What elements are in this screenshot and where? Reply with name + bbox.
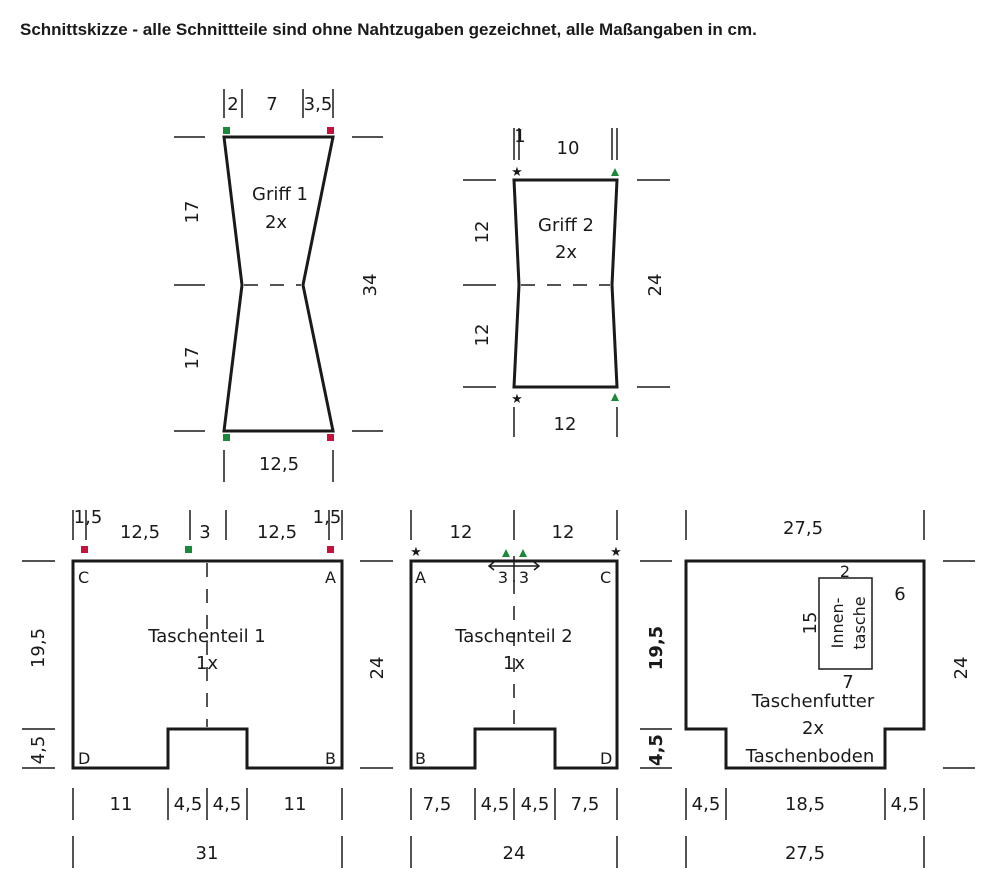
innentasche-outline [818, 577, 873, 670]
griff1-left-upper: 17 [182, 201, 203, 224]
griff2-bottom: 12 [554, 414, 577, 435]
taschenteil2-corner-c: C [600, 568, 611, 587]
griff1-piece: 2 7 3,5 Griff 1 2x 17 17 34 12,5 [174, 89, 383, 482]
innentasche-top-dim: 2 [840, 562, 850, 581]
griff1-marker-red-bottom [327, 434, 334, 441]
griff1-top-dim-3: 3,5 [304, 94, 333, 115]
taschenteil2-piece: ★ ★ 12 12 3 3 A C B D Taschenteil 2 1x 7… [409, 510, 622, 868]
taschenfutter-bottom-dim-2: 18,5 [785, 794, 825, 815]
taschenteil1-corner-b: B [325, 749, 336, 768]
taschenteil2-marker-triangle-1 [502, 549, 510, 557]
taschenfutter-left-lower: 4,5 [646, 734, 667, 766]
taschenteil2-marker-star-right: ★ [610, 545, 622, 560]
taschenteil2-count: 1x [503, 653, 525, 674]
griff2-marker-triangle-top [611, 168, 619, 176]
taschenboden-label: Taschenboden [745, 746, 875, 767]
griff2-left-upper: 12 [472, 221, 493, 244]
griff2-top-dim-1: 1 [514, 126, 525, 147]
taschenteil1-top-dim-5: 1,5 [313, 507, 342, 528]
taschenteil1-count: 1x [196, 653, 218, 674]
taschenteil2-bottom-dim-2: 4,5 [481, 794, 510, 815]
taschenteil2-corner-d: D [600, 749, 612, 768]
innentasche-name-2: tasche [850, 596, 869, 649]
griff2-name: Griff 2 [538, 215, 594, 236]
innentasche-name-1: Innen- [828, 598, 847, 649]
taschenteil2-bottom-dim-1: 7,5 [423, 794, 452, 815]
taschenteil2-bottom-dim-3: 4,5 [521, 794, 550, 815]
griff2-marker-star-bottom: ★ [511, 392, 523, 407]
taschenteil1-top-dim-4: 12,5 [257, 522, 297, 543]
griff1-marker-green-bottom [223, 434, 230, 441]
taschenteil2-arrow-dim-1: 3 [498, 568, 508, 587]
taschenteil1-right: 24 [367, 657, 388, 680]
taschenteil1-corner-a: A [325, 568, 336, 587]
taschenfutter-name: Taschenfutter [751, 691, 875, 712]
taschenteil1-corner-c: C [78, 568, 89, 587]
taschenteil2-bottom-dim-4: 7,5 [571, 794, 600, 815]
innentasche-bottom-dim: 7 [842, 672, 853, 693]
taschenteil1-bottom-dim-2: 4,5 [174, 794, 203, 815]
griff2-marker-triangle-bottom [611, 393, 619, 401]
taschenteil1-marker-red-left [81, 546, 88, 553]
griff1-left-lower: 17 [182, 347, 203, 370]
taschenteil2-name: Taschenteil 2 [454, 626, 573, 647]
innentasche-height-dim: 15 [800, 612, 821, 635]
griff2-piece: ★ ★ 1 10 Griff 2 2x 12 12 24 12 [463, 126, 670, 437]
griff1-right: 34 [360, 274, 381, 297]
taschenteil1-bottom-dim-1: 11 [110, 794, 133, 815]
page-title: Schnittskizze - alle Schnittteile sind o… [20, 20, 757, 39]
taschenteil1-left-upper: 19,5 [28, 628, 49, 668]
taschenteil1-marker-red-right [327, 546, 334, 553]
taschenteil1-total: 31 [196, 843, 219, 864]
taschenteil2-arrow-dim-2: 3 [519, 568, 529, 587]
taschenteil1-bottom-dim-3: 4,5 [213, 794, 242, 815]
griff1-marker-red-top [327, 127, 334, 134]
taschenfutter-bottom-dim-1: 4,5 [692, 794, 721, 815]
taschenteil2-corner-b: B [415, 749, 426, 768]
innentasche-right-dim: 6 [894, 584, 905, 605]
taschenfutter-right: 24 [951, 657, 972, 680]
taschenfutter-left-upper: 19,5 [646, 626, 667, 670]
griff2-top-dim-2: 10 [557, 138, 580, 159]
griff2-left-lower: 12 [472, 324, 493, 347]
taschenteil1-piece: 1,5 12,5 3 12,5 1,5 C A D B Taschenteil … [22, 507, 393, 868]
taschenteil1-corner-d: D [78, 749, 90, 768]
taschenfutter-total: 27,5 [785, 843, 825, 864]
taschenteil2-marker-star-left: ★ [410, 545, 422, 560]
taschenfutter-count: 2x [802, 718, 824, 739]
taschenteil1-marker-green-mid [185, 546, 192, 553]
griff1-name: Griff 1 [252, 184, 308, 205]
griff1-top-dim-1: 2 [227, 94, 238, 115]
griff1-count: 2x [265, 212, 287, 233]
taschenteil2-total: 24 [503, 843, 526, 864]
taschenteil1-bottom-dim-4: 11 [284, 794, 307, 815]
taschenteil2-marker-triangle-2 [519, 549, 527, 557]
griff1-top-dim-2: 7 [266, 94, 277, 115]
taschenfutter-bottom-dim-3: 4,5 [891, 794, 920, 815]
taschenfutter-top: 27,5 [783, 518, 823, 539]
taschenteil1-left-lower: 4,5 [28, 736, 49, 765]
taschenteil1-name: Taschenteil 1 [147, 626, 266, 647]
griff2-right: 24 [645, 274, 666, 297]
taschenteil2-top-dim-1: 12 [450, 522, 473, 543]
griff2-marker-star-top: ★ [511, 165, 523, 180]
griff1-bottom: 12,5 [259, 454, 299, 475]
taschenteil1-top-dim-1: 1,5 [74, 507, 103, 528]
taschenteil1-top-dim-3: 3 [199, 522, 210, 543]
taschenteil1-top-dim-2: 12,5 [120, 522, 160, 543]
taschenfutter-piece: 27,5 2 6 15 Innen- tasche 7 Taschenfutte… [640, 510, 975, 868]
griff2-count: 2x [555, 242, 577, 263]
griff1-marker-green-top [223, 127, 230, 134]
taschenteil2-top-dim-2: 12 [552, 522, 575, 543]
taschenteil2-corner-a: A [415, 568, 426, 587]
